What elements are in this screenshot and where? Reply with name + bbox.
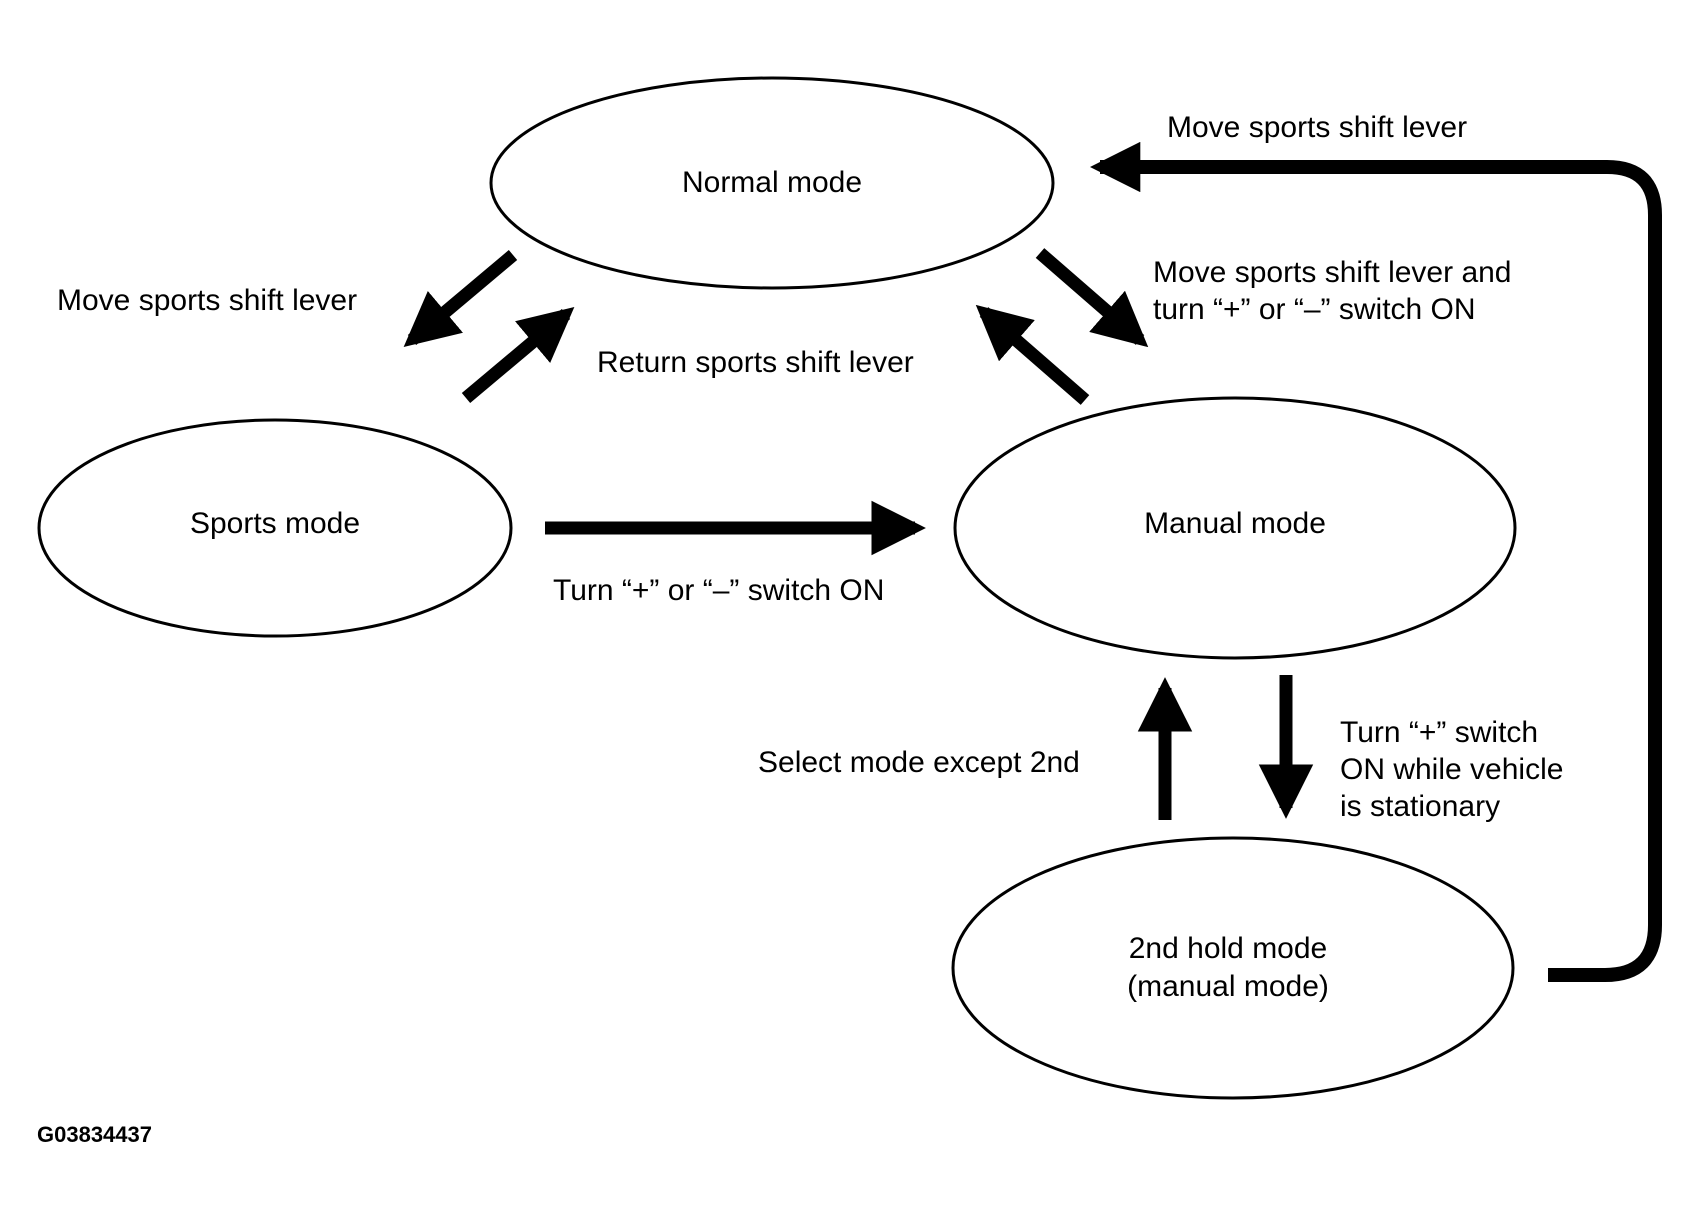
hold-mode-label: 2nd hold mode (manual mode) xyxy=(1028,930,1428,1006)
label-manual-to-hold-line1: Turn “+” switch xyxy=(1340,716,1539,749)
label-hold-to-normal: Move sports shift lever xyxy=(1167,111,1468,144)
arrow-normal-to-sports xyxy=(403,250,518,348)
hold-mode-node xyxy=(951,836,1515,1100)
hold-mode-label-line2: (manual mode) xyxy=(1127,970,1329,1003)
manual-mode-label: Manual mode xyxy=(1144,507,1326,540)
arrow-hold-to-normal xyxy=(1089,141,1662,982)
sports-mode-label: Sports mode xyxy=(189,507,361,540)
arrow-normal-to-manual xyxy=(1035,248,1149,348)
normal-mode-label: Normal mode xyxy=(681,166,863,199)
sports-mode-node xyxy=(37,418,513,638)
label-normal-to-manual: Move sports shift lever and turn “+” or … xyxy=(1153,254,1512,328)
label-normal-to-manual-line1: Move sports shift lever and xyxy=(1153,256,1512,289)
label-sports-to-manual: Turn “+” or “–” switch ON xyxy=(553,574,885,607)
label-sports-to-normal: Return sports shift lever xyxy=(597,346,914,379)
hold-mode-label-line1: 2nd hold mode xyxy=(1128,932,1328,965)
label-manual-to-hold-line2: ON while vehicle xyxy=(1340,753,1564,786)
label-manual-to-hold-line3: is stationary xyxy=(1340,790,1501,823)
label-normal-to-sports: Move sports shift lever xyxy=(57,284,358,317)
label-normal-to-manual-line2: turn “+” or “–” switch ON xyxy=(1153,293,1476,326)
arrow-sports-to-normal xyxy=(461,306,575,403)
label-hold-to-manual: Select mode except 2nd xyxy=(758,746,1080,779)
manual-mode-node xyxy=(953,396,1517,660)
figure-code: G03834437 xyxy=(37,1122,152,1147)
label-manual-to-hold: Turn “+” switch ON while vehicle is stat… xyxy=(1340,714,1563,825)
arrow-manual-to-normal xyxy=(975,304,1090,405)
normal-mode-node xyxy=(489,76,1055,290)
